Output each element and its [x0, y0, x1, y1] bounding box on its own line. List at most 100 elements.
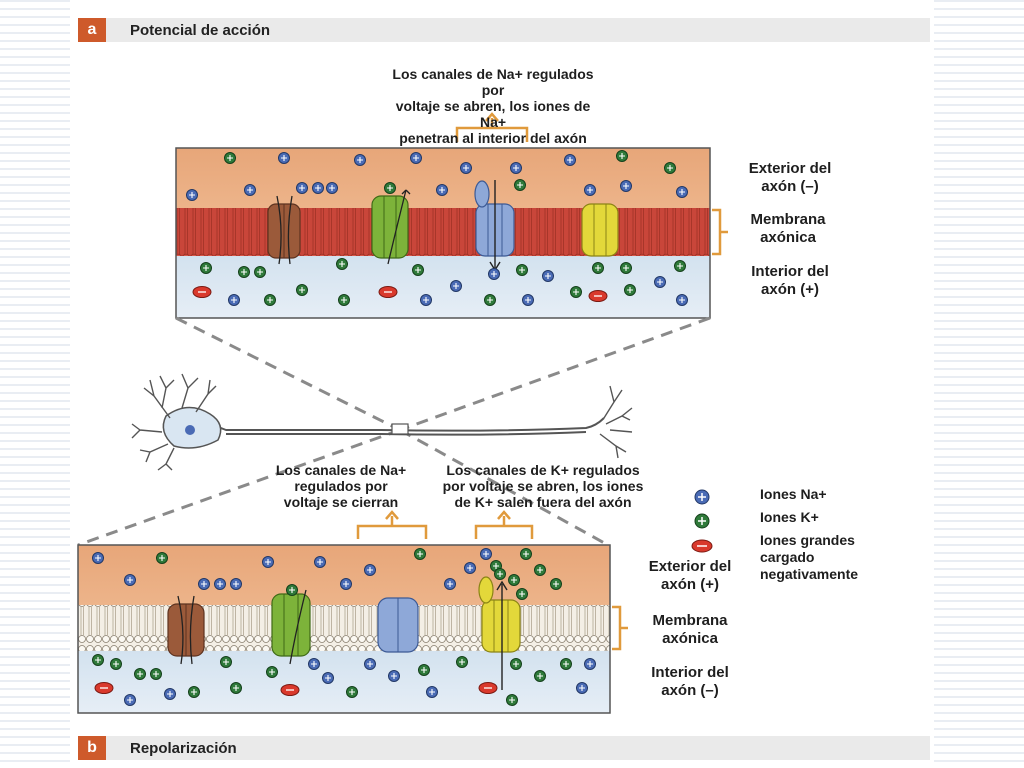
panel-b-na-channel-closed	[377, 597, 419, 653]
panel-b-membrane-label-line: Membrana	[652, 612, 728, 629]
panel-b-membrane	[78, 605, 610, 651]
sodium-ion	[450, 280, 462, 292]
panel-b-na-callout-line: voltaje se cierran	[283, 494, 399, 510]
sodium-ion	[278, 152, 290, 164]
large-anion	[478, 682, 498, 694]
panel-a-membrane-bracket	[712, 208, 728, 256]
panel-a-membrane-label: Membrana axónica	[728, 211, 848, 247]
sodium-ion	[164, 688, 176, 700]
potassium-ion	[156, 552, 168, 564]
panel-b-interior	[78, 651, 610, 713]
potassium-ion	[484, 294, 496, 306]
sodium-ion	[676, 186, 688, 198]
section-b-title: Repolarización	[130, 739, 237, 757]
panel-a-interior-label-line: axón (+)	[761, 281, 819, 298]
large-anion	[94, 682, 114, 694]
panel-a-brown-channel	[267, 195, 301, 265]
sodium-ion	[564, 154, 576, 166]
sodium-ion	[388, 670, 400, 682]
panel-a-exterior-label: Exterior del axón (–)	[725, 160, 855, 196]
sodium-ion	[214, 578, 226, 590]
section-a-letter: a	[78, 18, 106, 42]
potassium-ion-icon	[694, 513, 710, 529]
sodium-ion	[576, 682, 588, 694]
panel-b-na-callout-line: Los canales de Na+	[275, 462, 407, 478]
potassium-ion	[674, 260, 686, 272]
potassium-ion	[508, 574, 520, 586]
potassium-ion	[412, 264, 424, 276]
potassium-ion	[188, 686, 200, 698]
sodium-ion	[364, 658, 376, 670]
potassium-ion	[92, 654, 104, 666]
potassium-ion	[510, 658, 522, 670]
sodium-ion	[296, 182, 308, 194]
sodium-ion	[228, 294, 240, 306]
legend-label-potassium: Iones K+	[760, 509, 819, 525]
sodium-ion	[354, 154, 366, 166]
slide-content: a Potencial de acción b Repolarización	[70, 0, 934, 768]
panel-a-callout: Los canales de Na+ regulados por voltaje…	[388, 66, 598, 146]
potassium-ion	[254, 266, 266, 278]
potassium-ion	[418, 664, 430, 676]
sodium-ion	[410, 152, 422, 164]
sodium-ion	[620, 180, 632, 192]
legend-label-anion: Iones grandes cargado negativamente	[760, 532, 858, 583]
sodium-ion	[308, 658, 320, 670]
sodium-ion-icon	[694, 489, 710, 505]
large-anion	[192, 286, 212, 298]
legend-label-sodium: Iones Na+	[760, 486, 827, 502]
panel-a-membrane-label-line: axónica	[760, 229, 816, 246]
panel-a	[175, 147, 711, 319]
left-background-stripes	[0, 0, 70, 768]
potassium-ion	[550, 578, 562, 590]
panel-b-exterior-label-line: Exterior del	[648, 558, 732, 575]
panel-a-interior-label: Interior del axón (+)	[725, 263, 855, 299]
panel-a-callout-line: penetran al interior del axón	[399, 130, 587, 146]
panel-a-ions	[186, 150, 688, 306]
sodium-ion	[244, 184, 256, 196]
panel-a-yellow-channel	[581, 203, 619, 257]
panel-b-na-callout: Los canales de Na+ regulados por voltaje…	[266, 462, 416, 510]
panel-b-k-callout-line: por voltaje se abren, los iones	[442, 478, 644, 494]
sodium-ion	[312, 182, 324, 194]
potassium-ion	[456, 656, 468, 668]
potassium-ion	[220, 656, 232, 668]
potassium-ion	[616, 150, 628, 162]
large-anion-icon	[691, 539, 713, 553]
panel-b-brown-channel	[167, 595, 205, 665]
potassium-ion	[266, 666, 278, 678]
right-background-stripes	[934, 0, 1024, 768]
legend-label-anion-line: cargado	[760, 549, 815, 565]
potassium-ion	[506, 694, 518, 706]
panel-a-callout-line: Los canales de Na+ regulados por	[392, 66, 594, 98]
legend-item-potassium: Iones K+	[760, 509, 858, 526]
sodium-ion	[326, 182, 338, 194]
potassium-ion	[384, 182, 396, 194]
panel-b-interior-label-line: axón (–)	[661, 682, 719, 699]
ion-legend: Iones Na+ Iones K+ Iones grandes cargado…	[760, 486, 858, 589]
sodium-ion	[480, 548, 492, 560]
panel-b-k-callout-bracket	[474, 510, 534, 539]
panel-b-k-callout-line: de K+ salen fuera del axón	[454, 494, 632, 510]
sodium-ion	[186, 189, 198, 201]
sodium-ion	[436, 184, 448, 196]
panel-b-membrane-label: Membrana axónica	[630, 612, 750, 648]
panel-b-membrane-bracket	[612, 605, 628, 651]
potassium-ion	[516, 588, 528, 600]
potassium-ion	[238, 266, 250, 278]
sodium-ion	[542, 270, 554, 282]
potassium-ion	[336, 258, 348, 270]
panel-a-membrane-label-line: Membrana	[750, 211, 826, 228]
sodium-ion	[340, 578, 352, 590]
sodium-ion	[420, 294, 432, 306]
sodium-ion	[464, 562, 476, 574]
panel-a-exterior-label-line: Exterior del	[748, 160, 832, 177]
legend-label-anion-line: Iones grandes	[760, 532, 855, 548]
sodium-ion	[124, 574, 136, 586]
sodium-ion	[654, 276, 666, 288]
panel-b-exterior-label-line: axón (+)	[661, 576, 719, 593]
sodium-ion	[92, 552, 104, 564]
potassium-ion	[560, 658, 572, 670]
large-anion	[588, 290, 608, 302]
sodium-ion	[198, 578, 210, 590]
